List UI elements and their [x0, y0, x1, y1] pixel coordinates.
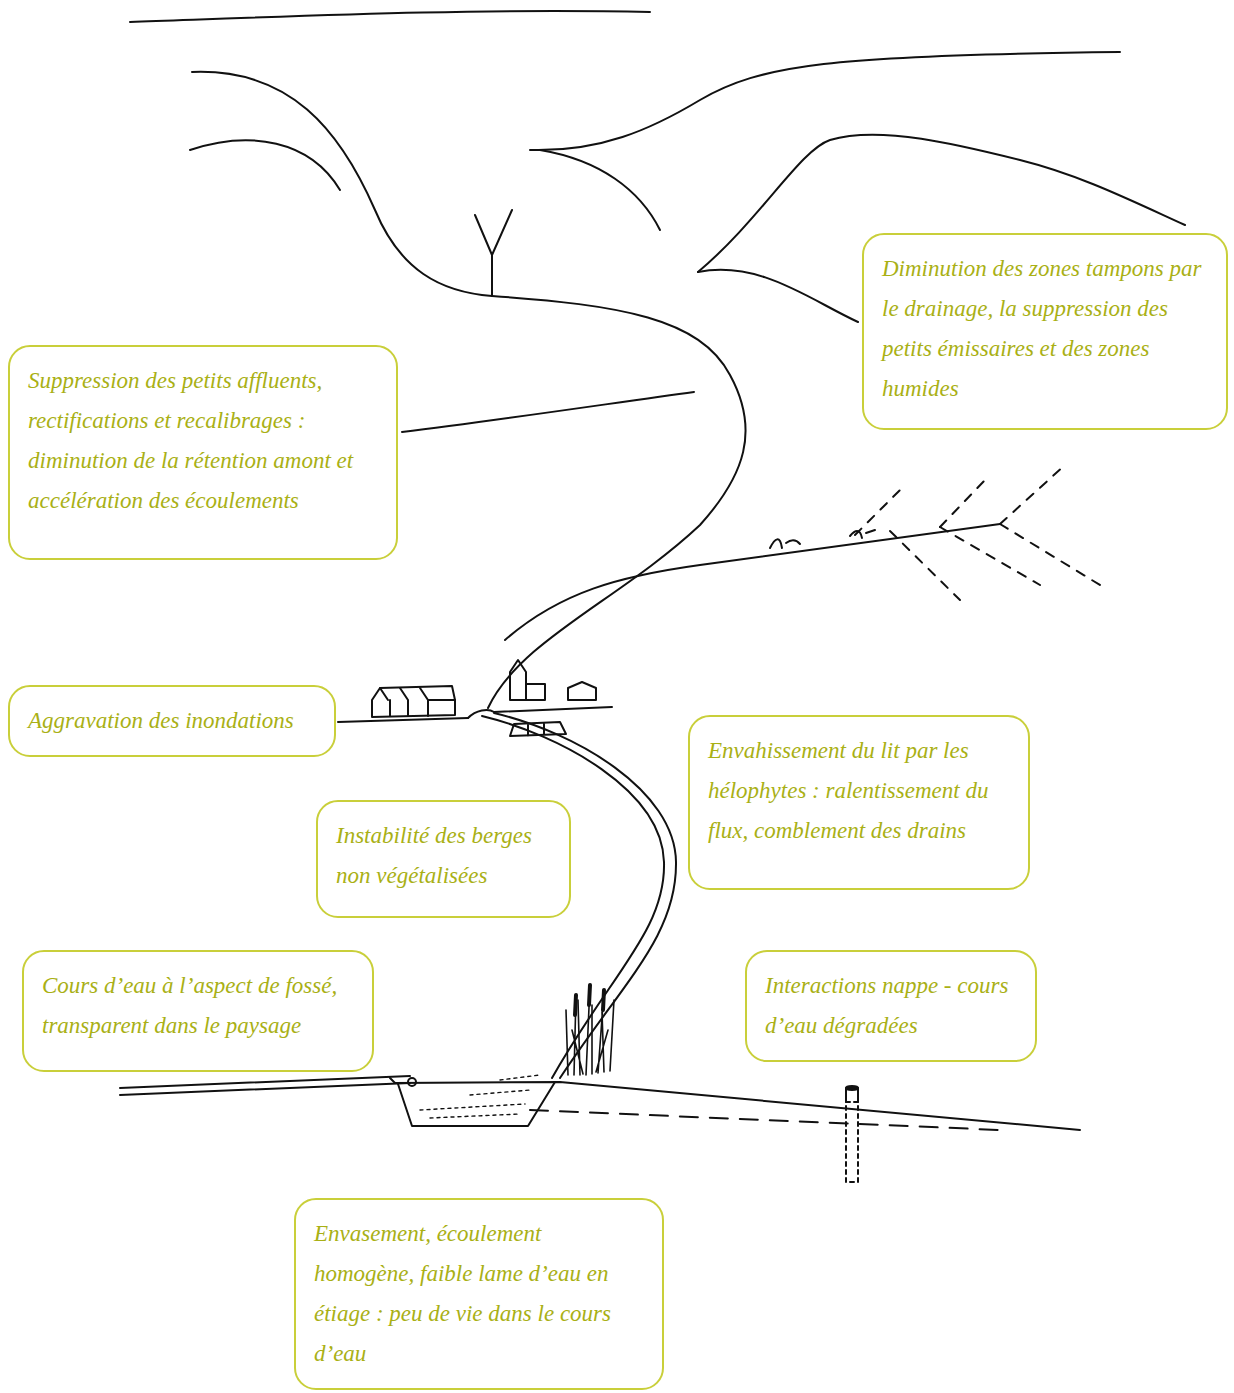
callout-text: Suppression des petits affluents, rectif…	[28, 361, 378, 521]
callout-text: Envahissement du lit par les hélophytes …	[708, 731, 1010, 851]
callout-text: Cours d’eau à l’aspect de fossé, transpa…	[42, 966, 354, 1046]
callout-box: Envahissement du lit par les hélophytes …	[688, 715, 1030, 890]
callout-box: Envasement, écoulement homogène, faible …	[294, 1198, 664, 1390]
callout-text: Interactions nappe - cours d’eau dégradé…	[765, 966, 1017, 1046]
callout-box: Interactions nappe - cours d’eau dégradé…	[745, 950, 1037, 1062]
callout-text: Envasement, écoulement homogène, faible …	[314, 1214, 644, 1374]
callout-box: Suppression des petits affluents, rectif…	[8, 345, 398, 560]
callout-box: Instabilité des berges non végétalisées	[316, 800, 571, 918]
callout-text: Diminution des zones tampons par le drai…	[882, 249, 1208, 409]
callout-text: Instabilité des berges non végétalisées	[336, 816, 551, 896]
callout-box: Aggravation des inondations	[8, 685, 336, 757]
callout-text: Aggravation des inondations	[28, 701, 316, 741]
callout-box: Cours d’eau à l’aspect de fossé, transpa…	[22, 950, 374, 1072]
callout-box: Diminution des zones tampons par le drai…	[862, 233, 1228, 430]
